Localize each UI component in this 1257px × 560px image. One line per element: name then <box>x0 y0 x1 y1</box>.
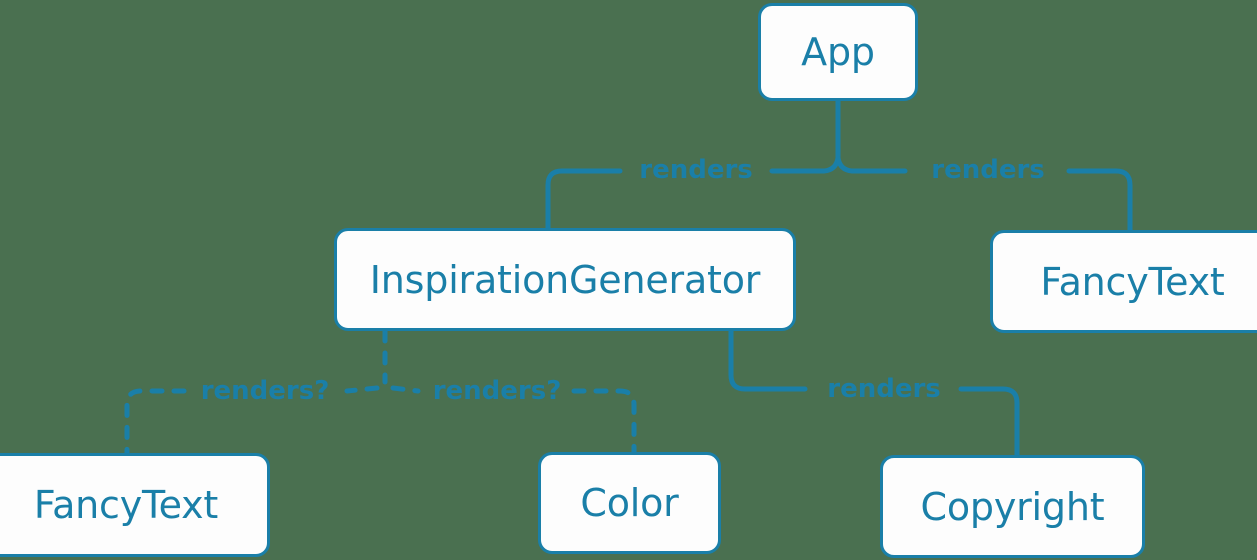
edge-label-app-inspirationgenerator: renders <box>639 155 753 185</box>
edge-label-inspirationgenerator-fancytext-bottom: renders? <box>200 376 330 406</box>
edge-app-to-fancytext-right-2 <box>1066 168 1133 233</box>
node-color[interactable]: Color <box>538 452 721 554</box>
edge-inspirationgenerator-to-color <box>390 385 421 394</box>
edge-app-to-fancytext-right <box>835 155 908 174</box>
edge-inspirationgenerator-to-color-2 <box>571 388 637 455</box>
node-copyright-label: Copyright <box>920 484 1105 529</box>
node-app[interactable]: App <box>758 3 918 101</box>
edge-label-inspirationgenerator-color: renders? <box>432 376 562 406</box>
edge-inspirationgenerator-to-copyright-2 <box>958 386 1020 458</box>
edge-label-app-fancytext-right: renders <box>931 155 1045 185</box>
node-fancytext-right[interactable]: FancyText <box>990 230 1257 333</box>
edge-inspirationgenerator-to-copyright <box>728 328 808 392</box>
edge-label-inspirationgenerator-copyright: renders <box>827 374 941 404</box>
node-fancytext-bottom[interactable]: FancyText <box>0 453 270 557</box>
edge-app-to-inspirationgenerator-2 <box>545 168 623 231</box>
edge-inspirationgenerator-to-fancytext-bottom <box>344 385 380 394</box>
node-inspirationgenerator-label: InspirationGenerator <box>369 257 761 302</box>
node-fancytext-right-label: FancyText <box>1040 259 1225 304</box>
edge-app-to-inspirationgenerator <box>769 155 841 174</box>
node-inspirationgenerator[interactable]: InspirationGenerator <box>334 228 796 331</box>
node-fancytext-bottom-label: FancyText <box>33 483 219 527</box>
edge-inspirationgenerator-to-fancytext-bottom-2 <box>124 388 187 456</box>
node-color-label: Color <box>580 481 679 525</box>
node-copyright[interactable]: Copyright <box>880 455 1145 558</box>
node-app-label: App <box>801 30 875 74</box>
